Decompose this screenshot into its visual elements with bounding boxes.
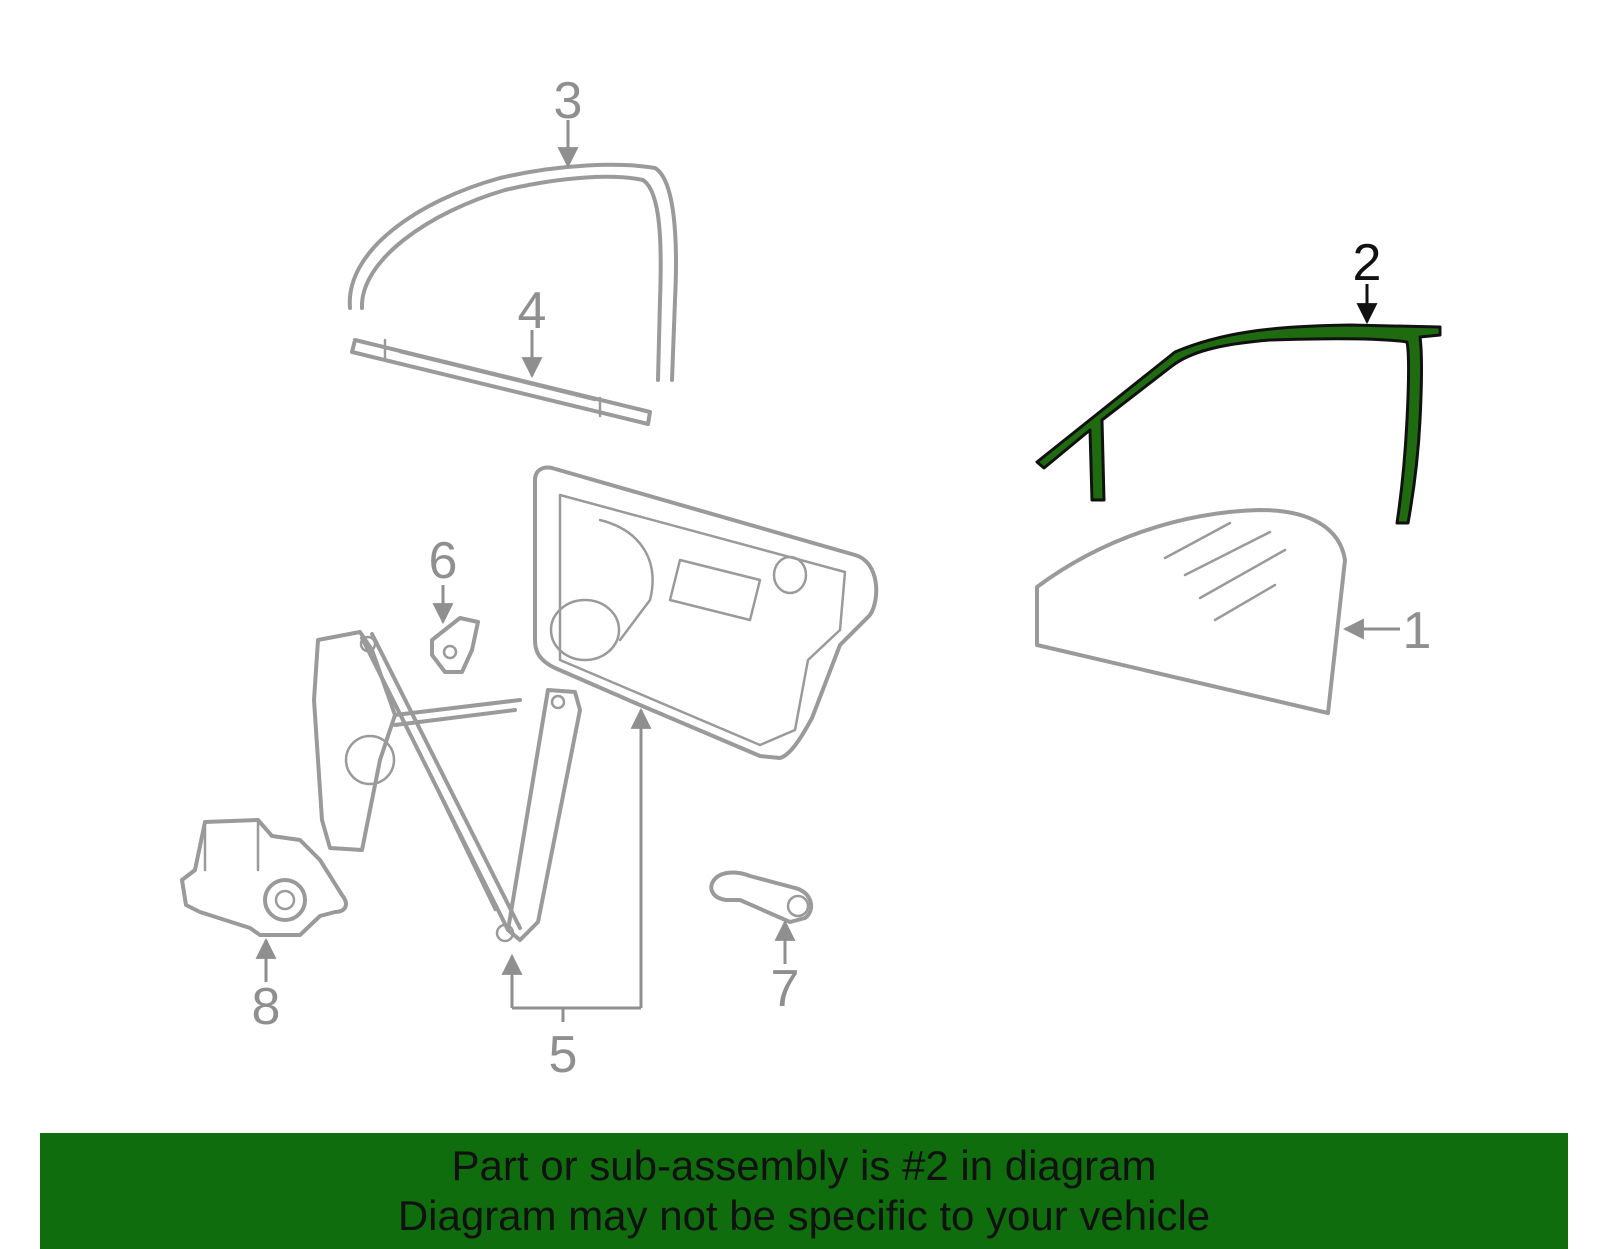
part-2-door-frame-seal[interactable] — [1035, 323, 1442, 525]
part-6-clip[interactable] — [430, 616, 480, 674]
callout-7: 7 — [771, 960, 800, 1018]
banner-line-1: Part or sub-assembly is #2 in diagram — [451, 1142, 1157, 1189]
part-5-window-regulator[interactable] — [312, 630, 582, 943]
callout-5: 5 — [549, 1026, 578, 1084]
callout-1: 1 — [1403, 602, 1432, 660]
part-1-door-glass[interactable] — [1035, 508, 1347, 715]
callout-8: 8 — [252, 978, 281, 1036]
leader-lines — [255, 120, 1400, 1022]
callout-3: 3 — [554, 72, 583, 130]
callout-6: 6 — [429, 532, 458, 590]
part-4-belt-moulding[interactable] — [350, 338, 652, 426]
callout-4: 4 — [518, 282, 547, 340]
banner-line-2: Diagram may not be specific to your vehi… — [397, 1192, 1211, 1239]
part-8-window-motor[interactable] — [180, 818, 348, 937]
part-3-glass-run-channel[interactable] — [347, 162, 678, 382]
part-7-crank-handle[interactable] — [709, 870, 814, 924]
part-5-door-carrier[interactable] — [533, 465, 879, 760]
callout-2: 2 — [1353, 234, 1382, 292]
callouts: 3 4 6 1 2 7 8 5 — [252, 72, 1432, 1084]
info-banner: Part or sub-assembly is #2 in diagram Di… — [40, 1133, 1568, 1249]
